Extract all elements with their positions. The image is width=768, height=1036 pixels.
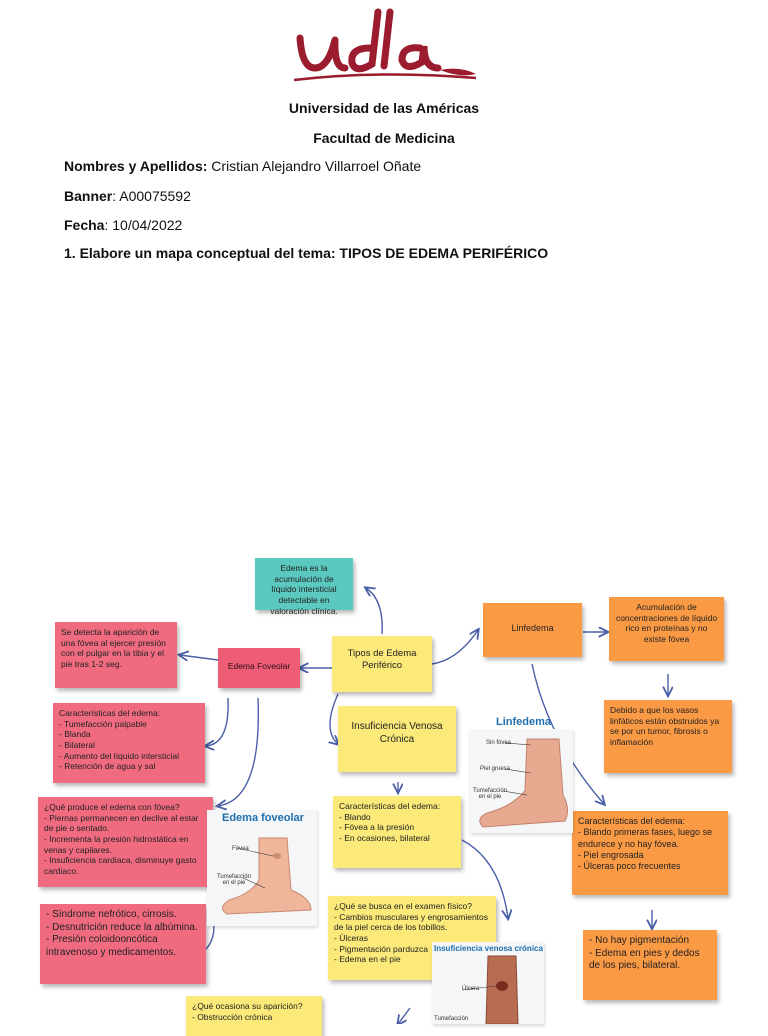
lymph-title-note: Linfedema [483,603,582,657]
lymph-reason-text: Debido a que los vasos linfáticos están … [610,705,720,747]
lymph-notes-note: - No hay pigmentación - Edema en pies y … [583,930,717,1000]
foveolar-characteristics-note: Características del edema: - Tumefacción… [53,703,205,783]
arrow-center-to-lymph [431,630,478,665]
foveolar-foot-illustration [222,837,312,915]
venous-figure-label-swelling: Tumefacción [434,1016,469,1022]
venous-characteristics-note: Características del edema: - Blando - Fó… [333,796,461,868]
arrow-center-to-definition [366,588,383,635]
venous-title-text: Insuficiencia Venosa Crónica [351,721,443,745]
lymph-characteristics-note: Características del edema: - Blando prim… [572,811,728,895]
lymph-figure-label-no-fovea: Sin fóvea [486,740,512,746]
faculty-name: Facultad de Medicina [313,130,455,146]
name-label: Nombres y Apellidos: [64,158,208,174]
edema-definition-text: Edema es la acumulación de líquido inter… [270,563,338,616]
foveolar-detection-text: Se detecta la aparición de una fóvea al … [61,627,166,669]
lymph-figure-label-thick-skin: Piel gruesa [480,766,511,772]
foveolar-characteristics-text: Características del edema: - Tumefacción… [59,708,180,772]
lymph-accumulation-note: Acumulación de concentraciones de líquid… [609,597,724,661]
lymph-figure-label-swelling: Tumefacción en el pie [472,788,508,800]
student-name-line: Nombres y Apellidos: Cristian Alejandro … [64,158,421,174]
foveolar-conditions-text: - Síndrome nefrótico, cirrosis. - Desnut… [46,909,198,958]
venous-exam-note: ¿Qué se busca en el examen físico? - Cam… [328,896,496,980]
lymph-figure [469,729,573,833]
foveolar-figure-label-fovea: Fóvea [232,846,249,852]
name-value: Cristian Alejandro Villarroel Oñate [211,158,422,174]
banner-line: Banner: A00075592 [64,188,191,204]
udla-logo-mark [293,8,477,82]
venous-origin-text: ¿Qué ocasiona su aparición? - Obstrucció… [192,1001,303,1022]
foveolar-detection-note: Se detecta la aparición de una fóvea al … [55,622,177,688]
venous-title-note: Insuficiencia Venosa Crónica [338,706,456,772]
center-topic-note: Tipos de Edema Periférico [332,636,432,692]
banner-value: : A00075592 [112,188,191,204]
venous-origin-note: ¿Qué ocasiona su aparición? - Obstrucció… [186,996,322,1036]
venous-figure-label-ulcer: Úlcera [462,986,480,992]
arrow-foveolar-to-causes [218,697,260,806]
date-label: Fecha [64,217,105,233]
lymph-foot-illustration [479,738,569,828]
date-line: Fecha: 10/04/2022 [64,217,182,233]
venous-leg-illustration [461,955,519,1024]
lymph-notes-text: - No hay pigmentación - Edema en pies y … [589,935,700,971]
arrow-venous-origin [398,1007,411,1024]
arrow-foveolar-to-characteristics [206,697,229,746]
lymph-title-text: Linfedema [511,623,554,633]
lymph-characteristics-text: Características del edema: - Blando prim… [578,816,713,871]
foveolar-conditions-note: - Síndrome nefrótico, cirrosis. - Desnut… [40,904,206,984]
foveolar-figure [207,810,317,926]
banner-label: Banner [64,188,113,204]
foveolar-figure-title: Edema foveolar [222,812,304,824]
venous-figure-title: Insuficiencia venosa crónica [434,944,543,953]
lymph-accumulation-text: Acumulación de concentraciones de líquid… [615,602,718,644]
foveolar-causes-text: ¿Qué produce el edema con fóvea? - Piern… [44,802,199,876]
venous-figure [432,942,544,1024]
university-name: Universidad de las Américas [288,100,480,116]
date-value: : 10/04/2022 [104,217,183,233]
foveolar-figure-label-swelling: Tumefacción en el pie [216,874,252,886]
arrow-foveolar-to-detection [180,655,219,660]
venous-exam-text: ¿Qué se busca en el examen físico? - Cam… [334,901,489,965]
arrow-center-to-venous [330,693,338,744]
lymph-reason-note: Debido a que los vasos linfáticos están … [604,700,732,773]
task-statement: 1. Elabore un mapa conceptual del tema: … [64,245,549,261]
arrow-venous-characteristics-to-exam [461,839,508,918]
lymph-figure-title: Linfedema [496,716,552,728]
center-topic-text: Tipos de Edema Periférico [347,648,417,671]
edema-definition-note: Edema es la acumulación de líquido inter… [255,558,353,616]
foveolar-title-text: Edema Foveolar [227,661,291,671]
foveolar-title-note: Edema Foveolar [218,648,300,688]
udla-logo [290,8,480,90]
venous-characteristics-text: Características del edema: - Blando - Fó… [339,801,441,843]
foveolar-causes-note: ¿Qué produce el edema con fóvea? - Piern… [38,797,213,887]
